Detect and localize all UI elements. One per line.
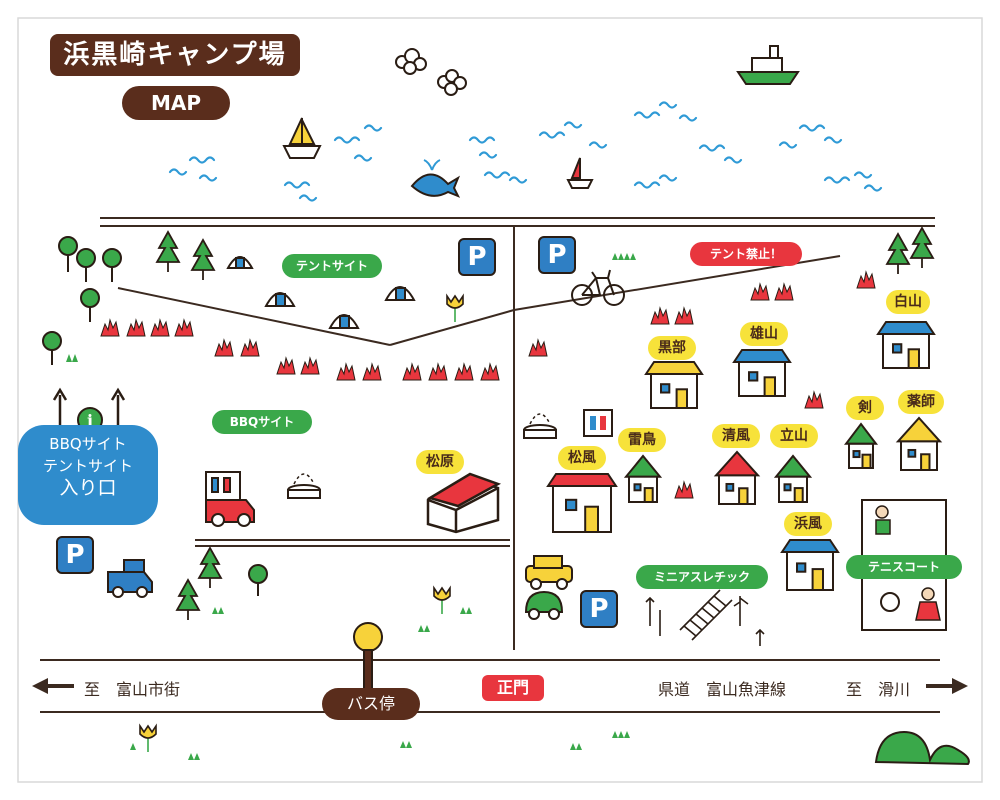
campfire-icon <box>276 356 296 375</box>
campfire-icon <box>100 318 120 337</box>
fountain-icon <box>287 424 557 499</box>
cabin-icon <box>713 450 761 505</box>
map-subtitle: MAP <box>122 86 230 120</box>
cabin-label-hamakaze: 浜風 <box>784 512 832 536</box>
campfire-icon <box>300 356 320 375</box>
bicycle-icon <box>571 269 625 306</box>
cabin-icon <box>780 539 840 591</box>
campfire-icon <box>674 306 694 325</box>
cabin-icon <box>546 473 618 534</box>
svg-text:i: i <box>87 411 93 430</box>
cabin-label-tsurugi: 剣 <box>846 396 884 420</box>
road-label-to-toyama: 至 富山市街 <box>84 680 181 699</box>
parking-icon: P <box>538 236 576 274</box>
cabin-icon <box>773 454 813 504</box>
entrance-sign-line1: BBQサイト <box>49 435 127 453</box>
toilet-truck-icon <box>205 471 255 527</box>
cabin-label-tateyama: 立山 <box>770 424 818 448</box>
cabin-label-hakusan: 白山 <box>886 290 930 314</box>
campfire-icon <box>750 282 770 301</box>
cabin-icon <box>623 454 663 504</box>
road-label-to-namerikawa: 至 滑川 <box>846 680 911 699</box>
car-icon <box>524 590 564 620</box>
map-frame <box>17 17 983 783</box>
cabin-icon <box>843 422 879 470</box>
map-title: 浜黒崎キャンプ場 <box>50 34 300 76</box>
up-arrow-icon <box>52 387 126 428</box>
campfire-icon <box>402 362 422 381</box>
campfire-icon <box>856 270 876 289</box>
parking-icon: P <box>580 590 618 628</box>
parking-icon: P <box>56 536 94 574</box>
road-arrow-icon <box>32 678 968 694</box>
tent-forbidden-label: テント禁止！ <box>690 242 802 266</box>
campfire-icon <box>674 480 694 499</box>
campfire-icon <box>150 318 170 337</box>
pine-tree-icon <box>155 226 935 620</box>
round-tree-icon <box>42 236 268 596</box>
athletic-equipment-icon <box>645 589 765 646</box>
ship-icon <box>736 45 800 85</box>
cabin-label-ouzan: 雄山 <box>740 322 788 346</box>
entrance-sign-line3: 入り口 <box>59 477 117 499</box>
cabin-label-kurobe: 黒部 <box>648 336 696 360</box>
road-label-prefectural: 県道 富山魚津線 <box>658 680 787 699</box>
campfire-icon <box>774 282 794 301</box>
sailboat-icon <box>282 117 322 159</box>
sea-waves <box>168 101 883 202</box>
campfire-icon <box>528 338 548 357</box>
mini-athletic-label: ミニアスレチック <box>636 565 768 589</box>
bbq-site-label: BBQサイト <box>212 410 312 434</box>
tent-site-label: テントサイト <box>282 254 382 278</box>
cabin-label-raichou: 雷鳥 <box>618 428 666 452</box>
grass-icon <box>66 253 636 760</box>
cabin-label-seifuu: 清風 <box>712 424 760 448</box>
cabin-icon <box>426 472 502 534</box>
tulip-icon <box>139 293 464 752</box>
campfire-icon <box>428 362 448 381</box>
campfire-icon <box>804 390 824 409</box>
main-gate-label: 正門 <box>482 675 544 701</box>
entrance-sign-line2: テントサイト <box>42 457 133 475</box>
whale-icon <box>410 159 461 198</box>
campfire-icon <box>214 338 234 357</box>
tent-dome-icon <box>226 256 416 329</box>
campfire-icon <box>362 362 382 381</box>
cabin-icon <box>644 361 704 409</box>
campfire-icon <box>454 362 474 381</box>
car-icon <box>107 559 153 598</box>
cabin-icon <box>876 321 936 369</box>
tennis-court-label: テニスコート <box>846 555 962 579</box>
campfire-icon <box>336 362 356 381</box>
entrance-sign: BBQサイト テントサイト 入り口 <box>18 425 158 525</box>
parking-icon: P <box>458 238 496 276</box>
campfire-icon <box>126 318 146 337</box>
campfire-icon <box>174 318 194 337</box>
toilet-icon <box>583 409 613 437</box>
car-icon <box>525 555 573 590</box>
sailboat-icon <box>566 157 594 189</box>
bus-stop-label: バス停 <box>322 688 420 720</box>
cabin-label-yakushi: 薬師 <box>898 390 944 414</box>
fountain-spray <box>293 413 551 485</box>
campfire-icon <box>480 362 500 381</box>
campfire-icon <box>240 338 260 357</box>
bush-icon <box>874 730 970 766</box>
cloud-icon <box>395 48 467 96</box>
cabin-icon <box>732 349 792 397</box>
cabin-label-matsubara: 松原 <box>416 450 464 474</box>
cabin-icon <box>895 416 943 471</box>
campfire-icon <box>650 306 670 325</box>
cabin-label-shoufuu: 松風 <box>558 446 606 470</box>
